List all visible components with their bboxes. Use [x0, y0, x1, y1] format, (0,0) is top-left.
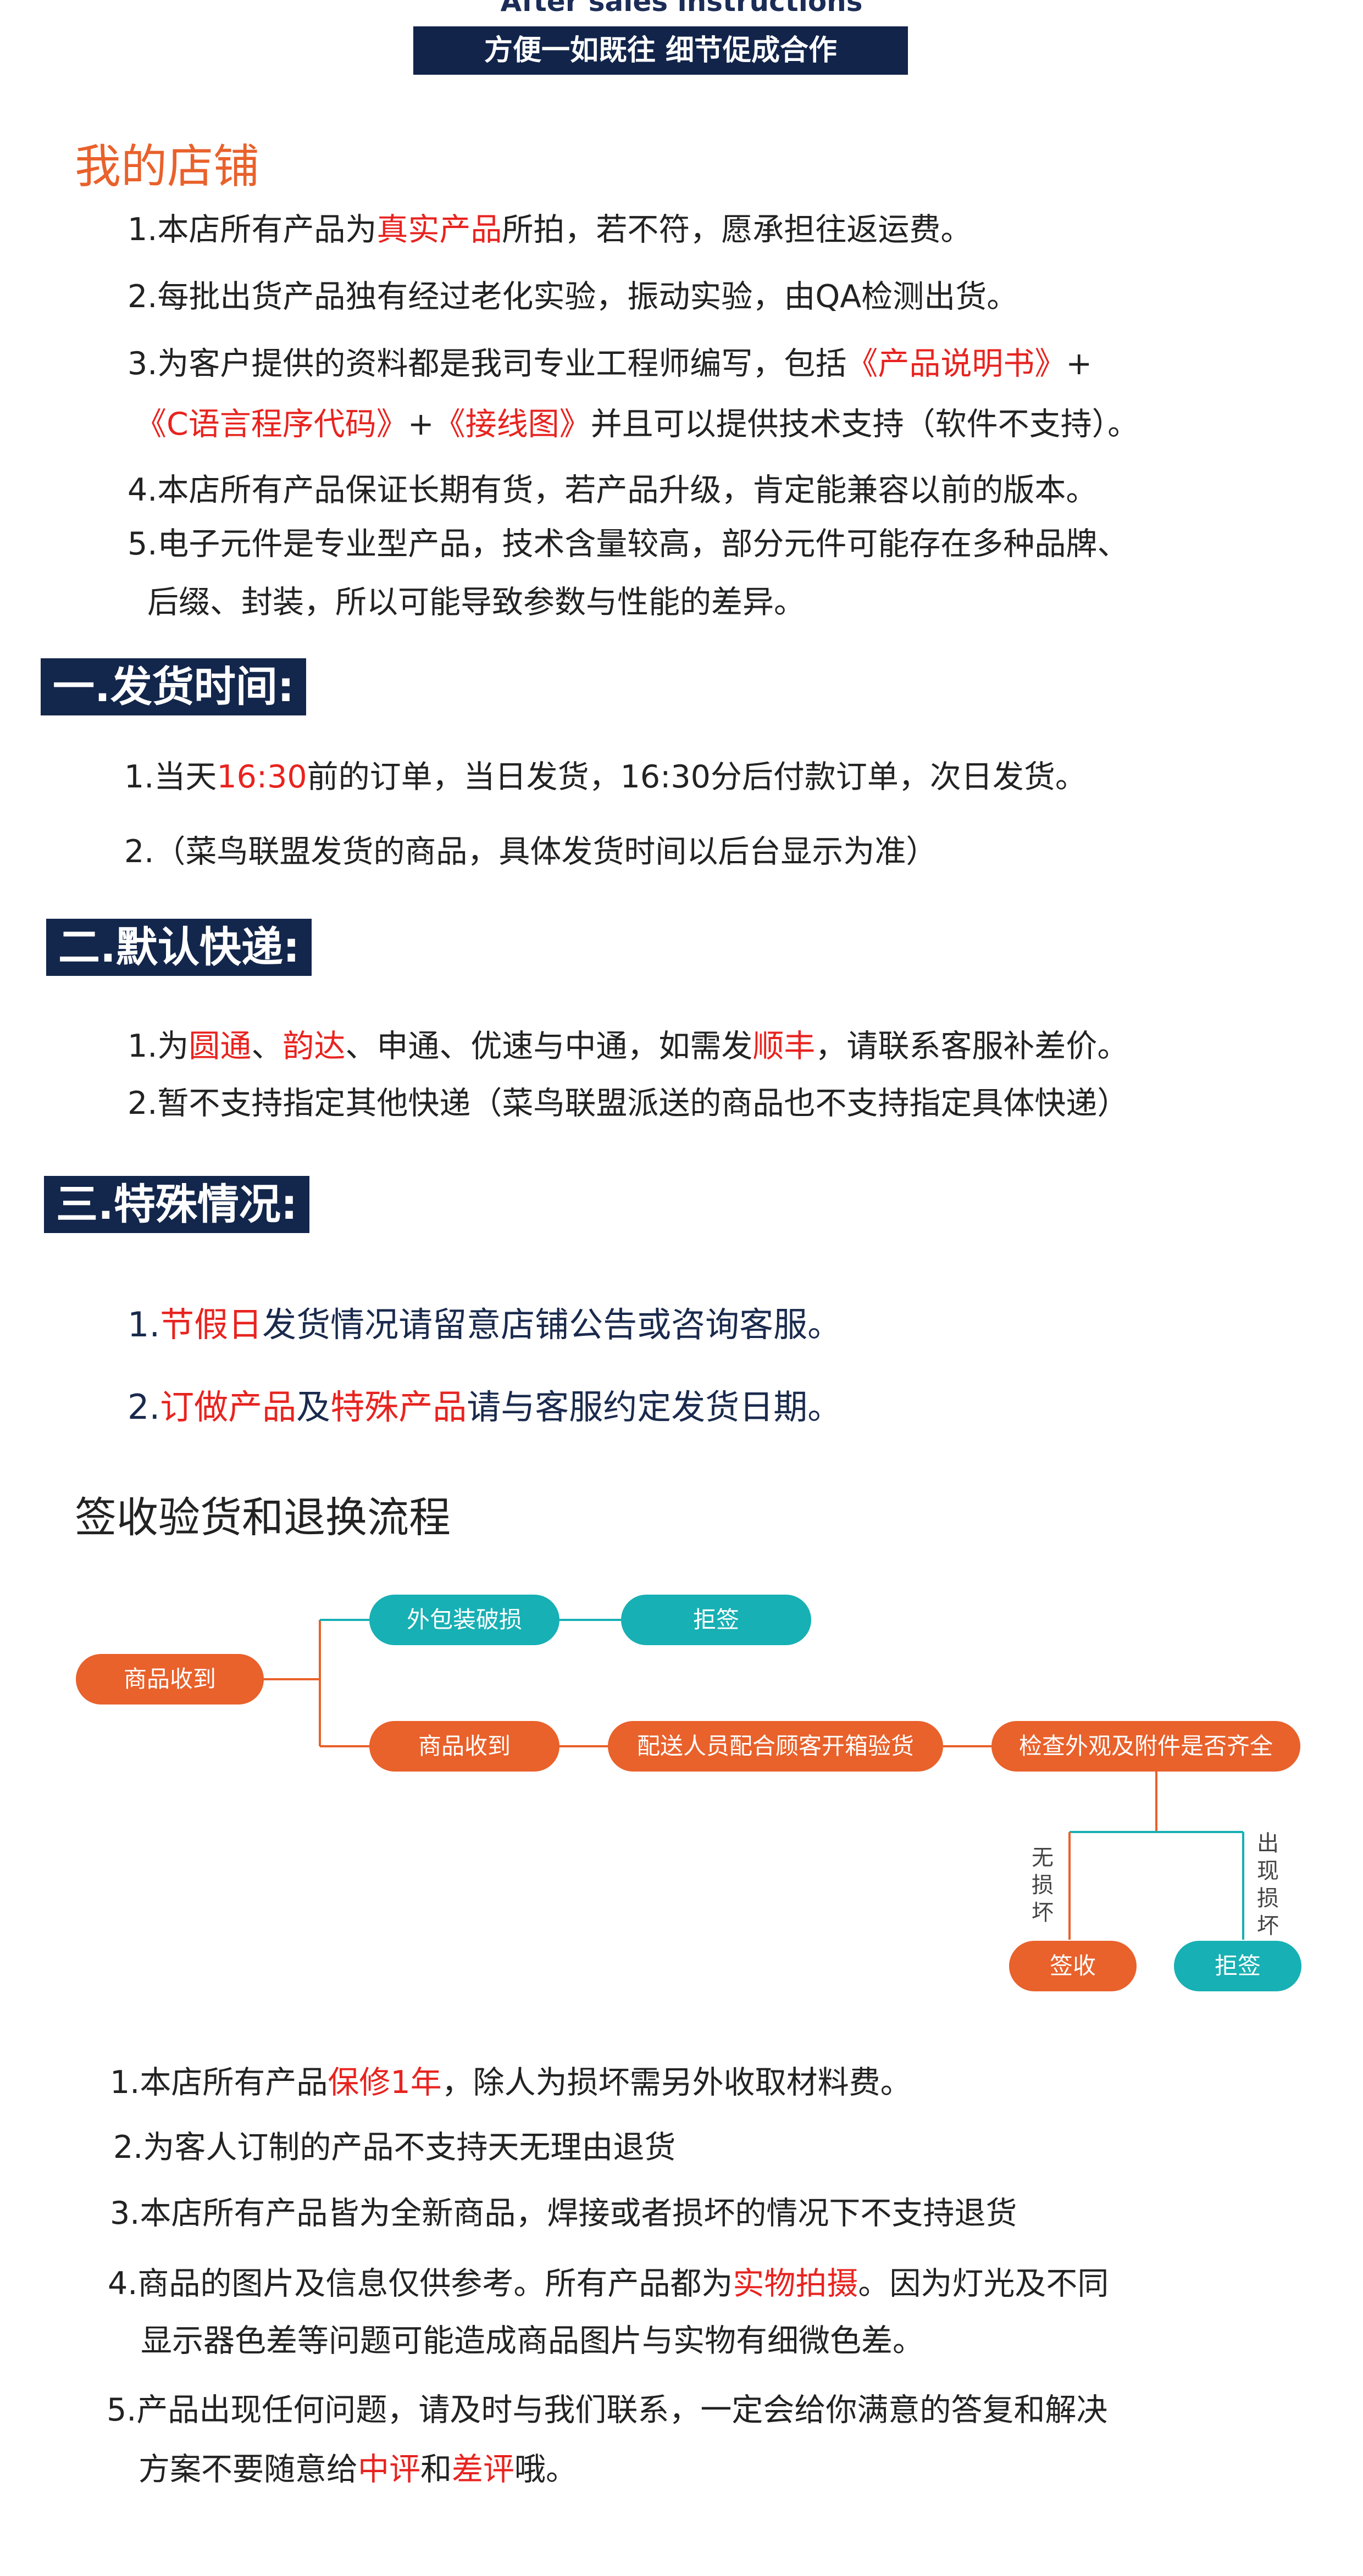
shop-item-3: 3.为客户提供的资料都是我司专业工程师编写，包括《产品说明书》+ [128, 346, 1093, 382]
flow-reject-node-1: 拒签 [621, 1595, 811, 1645]
special-line-1: 1.节假日发货情况请留意店铺公告或咨询客服。 [128, 1304, 842, 1345]
shop-item-3-cont: 《C语言程序代码》+《接线图》并且可以提供技术支持（软件不支持）。 [135, 406, 1139, 442]
flow-no-damage-label: 无损坏 [1032, 1845, 1054, 1925]
shop-item-2: 2.每批出货产品独有经过老化实验，振动实验，由QA检测出货。 [128, 279, 1018, 315]
shop-title: 我的店铺 [75, 140, 260, 193]
flow-reject-node-2: 拒签 [1174, 1941, 1301, 1991]
flow-title: 签收验货和退换流程 [75, 1493, 451, 1542]
ship-line-1: 1.当天16:30前的订单，当日发货，16:30分后付款订单，次日发货。 [124, 759, 1087, 795]
shop-item-1: 1.本店所有产品为真实产品所拍，若不符，愿承担往返运费。 [128, 212, 972, 248]
flow-received-node: 商品收到 [369, 1721, 559, 1772]
policy-line-2: 2.为客人订制的产品不支持天无理由退货 [113, 2129, 676, 2166]
policy-line-4: 4.商品的图片及信息仅供参考。所有产品都为实物拍摄。因为灯光及不同 [108, 2266, 1109, 2302]
special-line-2: 2.订做产品及特殊产品请与客服约定发货日期。 [128, 1387, 842, 1427]
policy-line-5: 5.产品出现任何问题，请及时与我们联系，一定会给你满意的答复和解决 [107, 2392, 1108, 2428]
flow-inspect-node: 配送人员配合顾客开箱验货 [608, 1721, 943, 1772]
header-banner: 方便一如既往 细节促成合作 [413, 26, 908, 75]
header-english: After sales instructions [500, 0, 863, 18]
policy-line-4-cont: 显示器色差等问题可能造成商品图片与实物有细微色差。 [141, 2323, 924, 2359]
flow-damage-label: 出现损坏 [1257, 1831, 1279, 1939]
policy-line-5-cont: 方案不要随意给中评和差评哦。 [138, 2451, 577, 2488]
express-line-2: 2.暂不支持指定其他快递（菜鸟联盟派送的商品也不支持指定具体快递） [128, 1085, 1129, 1122]
policy-line-3: 3.本店所有产品皆为全新商品，焊接或者损坏的情况下不支持退货 [110, 2195, 1017, 2231]
flow-damaged-package-node: 外包装破损 [369, 1595, 559, 1645]
ship-section-title: 一.发货时间: [41, 658, 307, 715]
shop-item-4: 4.本店所有产品保证长期有货，若产品升级，肯定能兼容以前的版本。 [128, 472, 1098, 508]
flow-start-node: 商品收到 [76, 1654, 264, 1705]
shop-item-5: 5.电子元件是专业型产品，技术含量较高，部分元件可能存在多种品牌、 [128, 526, 1129, 562]
express-line-1: 1.为圆通、韵达、申通、优速与中通，如需发顺丰，请联系客服补差价。 [128, 1028, 1129, 1064]
flow-sign-node: 签收 [1009, 1941, 1137, 1991]
shop-item-5-cont: 后缀、封装，所以可能导致参数与性能的差异。 [147, 584, 805, 620]
special-section-title: 三.特殊情况: [44, 1176, 310, 1233]
express-section-title: 二.默认快递: [46, 919, 312, 976]
policy-line-1: 1.本店所有产品保修1年，除人为损坏需另外收取材料费。 [110, 2064, 912, 2101]
ship-line-2: 2.（菜鸟联盟发货的商品，具体发货时间以后台显示为准） [124, 834, 938, 870]
flow-check-node: 检查外观及附件是否齐全 [991, 1721, 1300, 1772]
